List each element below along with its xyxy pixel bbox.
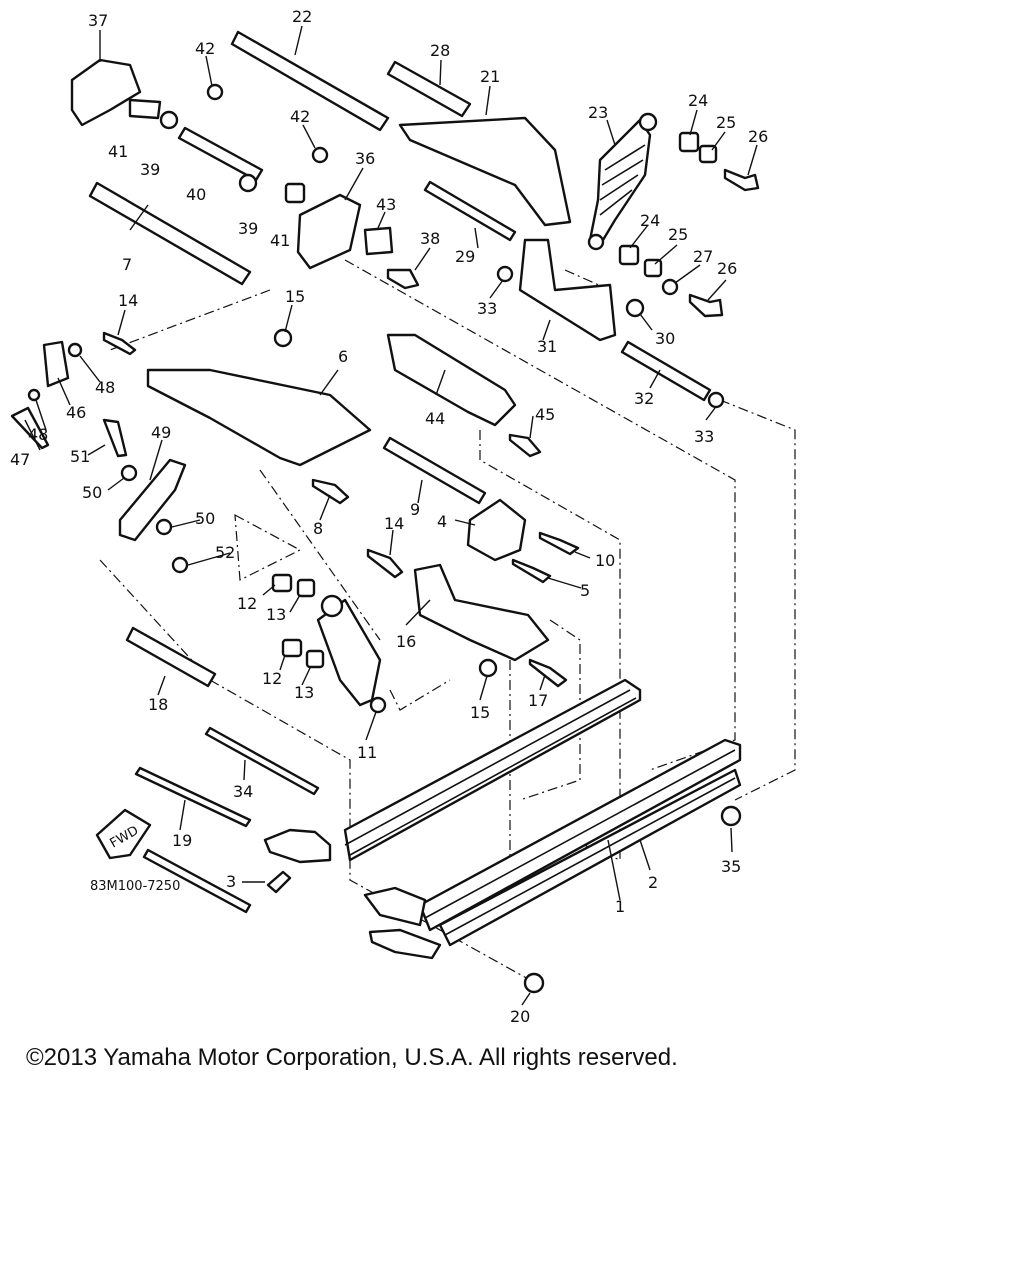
callout-19: 19 [172,831,192,850]
callout-33: 33 [477,299,497,318]
hardware [10,83,760,994]
callout-18: 18 [148,695,168,714]
callout-50b: 50 [195,509,215,528]
callout-7: 7 [122,255,132,274]
callout-39: 39 [140,160,160,179]
callout-45: 45 [535,405,555,424]
callout-29: 29 [455,247,475,266]
leader-lines [24,25,758,1006]
callout-42b: 42 [290,107,310,126]
callout-21: 21 [480,67,500,86]
callout-49: 49 [151,423,171,442]
callout-41: 41 [108,142,128,161]
callout-44: 44 [425,409,445,428]
callout-43: 43 [376,195,396,214]
callout-41b: 41 [270,231,290,250]
callout-26b: 26 [717,259,737,278]
callout-27: 27 [693,247,713,266]
callout-24: 24 [688,91,708,110]
callout-11: 11 [357,743,377,762]
callout-5: 5 [580,581,590,600]
callout-52: 52 [215,543,235,562]
callout-6: 6 [338,347,348,366]
callout-9: 9 [410,500,420,519]
callout-22: 22 [292,7,312,26]
callout-labels: 37 22 42 28 21 24 25 26 23 41 39 40 42 3… [10,7,768,1026]
callout-37: 37 [88,11,108,30]
callout-13: 13 [266,605,286,624]
shock-absorbers [316,112,658,714]
shafts [88,30,712,914]
diagram-code: 83M100-7250 [90,879,180,894]
callout-39b: 39 [238,219,258,238]
arms-and-brackets [42,58,617,662]
callout-20: 20 [510,1007,530,1026]
callout-47: 47 [10,450,30,469]
callout-12: 12 [237,594,257,613]
callout-51: 51 [70,447,90,466]
callout-35: 35 [721,857,741,876]
callout-12b: 12 [262,669,282,688]
callout-34: 34 [233,782,253,801]
callout-1: 1 [615,897,625,916]
callout-8: 8 [313,519,323,538]
callout-26: 26 [748,127,768,146]
callout-46: 46 [66,403,86,422]
callout-15: 15 [285,287,305,306]
callout-38: 38 [420,229,440,248]
callout-17: 17 [528,691,548,710]
callout-48b: 48 [28,425,48,444]
callout-36: 36 [355,149,375,168]
callout-48: 48 [95,378,115,397]
callout-31: 31 [537,337,557,356]
callout-33b: 33 [694,427,714,446]
callout-15b: 15 [470,703,490,722]
callout-16: 16 [396,632,416,651]
callout-30: 30 [655,329,675,348]
callout-23: 23 [588,103,608,122]
callout-40: 40 [186,185,206,204]
callout-2: 2 [648,873,658,892]
callout-32: 32 [634,389,654,408]
callout-13b: 13 [294,683,314,702]
callout-28: 28 [430,41,450,60]
callout-3: 3 [226,872,236,891]
callout-14b: 14 [384,514,404,533]
callout-4: 4 [437,512,447,531]
suspension-exploded-diagram: FWD 83M100-7250 37 22 [10,7,796,1026]
callout-25b: 25 [668,225,688,244]
callout-10: 10 [595,551,615,570]
slide-rails [263,678,742,960]
callout-50: 50 [82,483,102,502]
callout-24b: 24 [640,211,660,230]
callout-25: 25 [716,113,736,132]
callout-14: 14 [118,291,138,310]
callout-42: 42 [195,39,215,58]
copyright-notice: ©2013 Yamaha Motor Corporation, U.S.A. A… [26,1044,678,1071]
